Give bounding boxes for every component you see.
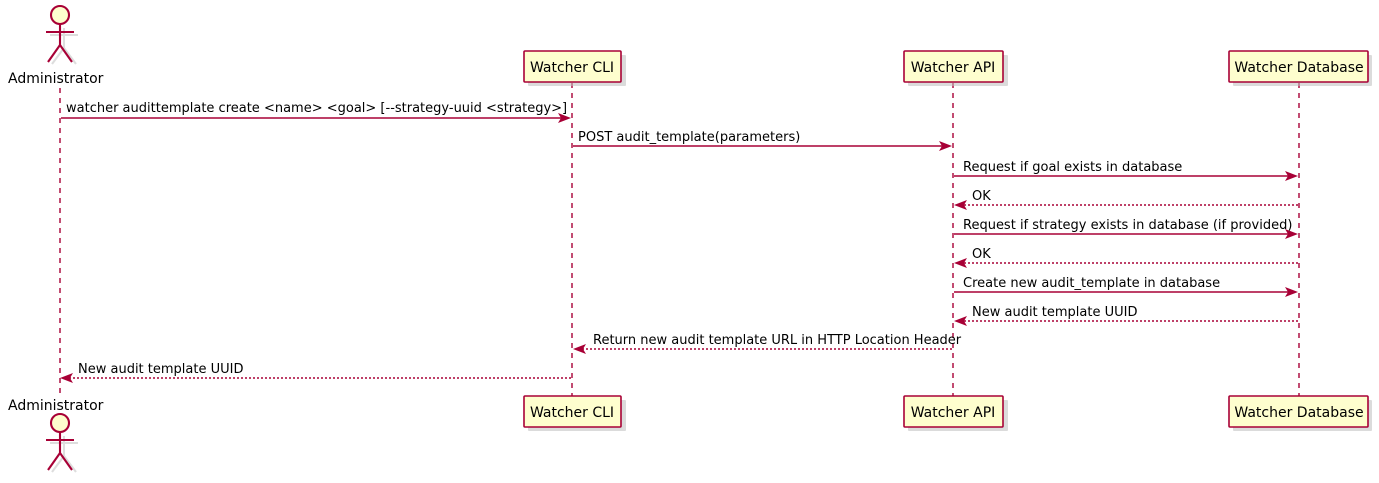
actor-label-administrator-top: Administrator [8,71,104,87]
message-6-label: OK [972,247,991,262]
message-10: New audit template UUID [60,362,571,383]
message-7: Create new audit_template in database [954,276,1298,297]
actor-administrator-top[interactable]: Administrator [8,4,104,87]
actor-head-icon [49,412,71,434]
actor-shadow [50,28,78,65]
message-3: Request if goal exists in database [954,160,1298,181]
message-7-label: Create new audit_template in database [963,276,1220,291]
box-rect [1228,395,1369,428]
participant-box-watcher-api-bottom[interactable]: Watcher API [903,395,1008,431]
message-10-arrowhead [60,373,73,383]
message-9-label: Return new audit template URL in HTTP Lo… [593,333,962,348]
message-3-label: Request if goal exists in database [963,160,1182,175]
actor-body-icon [46,432,74,471]
message-3-arrowhead [1285,171,1298,181]
message-8-arrowhead [954,316,967,326]
actor-shadow [50,436,78,473]
message-4-label: OK [972,189,991,204]
message-6: OK [954,247,1298,268]
box-rect [523,50,622,83]
lifelines [59,83,1300,396]
message-8: New audit template UUID [954,305,1298,326]
message-1-arrowhead [558,113,571,123]
message-1: watcher audittemplate create <name> <goa… [61,101,571,123]
message-7-arrowhead [1285,287,1298,297]
message-4: OK [954,189,1298,210]
message-6-arrowhead [954,258,967,268]
participant-box-watcher-cli-top[interactable]: Watcher CLI [523,50,626,86]
participant-box-watcher-api-top[interactable]: Watcher API [903,50,1008,86]
participant-label-watcher-api-bottom: Watcher API [911,405,996,421]
box-rect [903,50,1004,83]
message-5-label: Request if strategy exists in database (… [963,218,1292,233]
participant-label-watcher-cli-bottom: Watcher CLI [530,405,614,421]
message-9: Return new audit template URL in HTTP Lo… [573,333,962,354]
message-10-label: New audit template UUID [78,362,243,377]
box-rect [903,395,1004,428]
actor-administrator-bottom[interactable]: Administrator [8,398,104,473]
box-rect [523,395,622,428]
actor-label-administrator-bottom: Administrator [8,398,104,414]
message-2: POST audit_template(parameters) [573,130,952,151]
actor-body-icon [46,24,74,63]
participant-box-watcher-database-top[interactable]: Watcher Database [1228,50,1372,86]
message-5-arrowhead [1285,229,1298,239]
participant-label-watcher-cli-top: Watcher CLI [530,60,614,76]
message-4-arrowhead [954,200,967,210]
message-1-label: watcher audittemplate create <name> <goa… [66,101,567,116]
participant-box-watcher-database-bottom[interactable]: Watcher Database [1228,395,1372,431]
message-2-arrowhead [939,141,952,151]
message-2-label: POST audit_template(parameters) [578,130,800,145]
actor-head-icon [49,4,71,26]
participant-label-watcher-database-bottom: Watcher Database [1234,405,1363,421]
box-rect [1228,50,1369,83]
message-8-label: New audit template UUID [972,305,1137,320]
message-9-arrowhead [573,344,586,354]
participant-box-watcher-cli-bottom[interactable]: Watcher CLI [523,395,626,431]
participant-label-watcher-api-top: Watcher API [911,60,996,76]
message-5: Request if strategy exists in database (… [954,218,1298,239]
participant-label-watcher-database-top: Watcher Database [1234,60,1363,76]
